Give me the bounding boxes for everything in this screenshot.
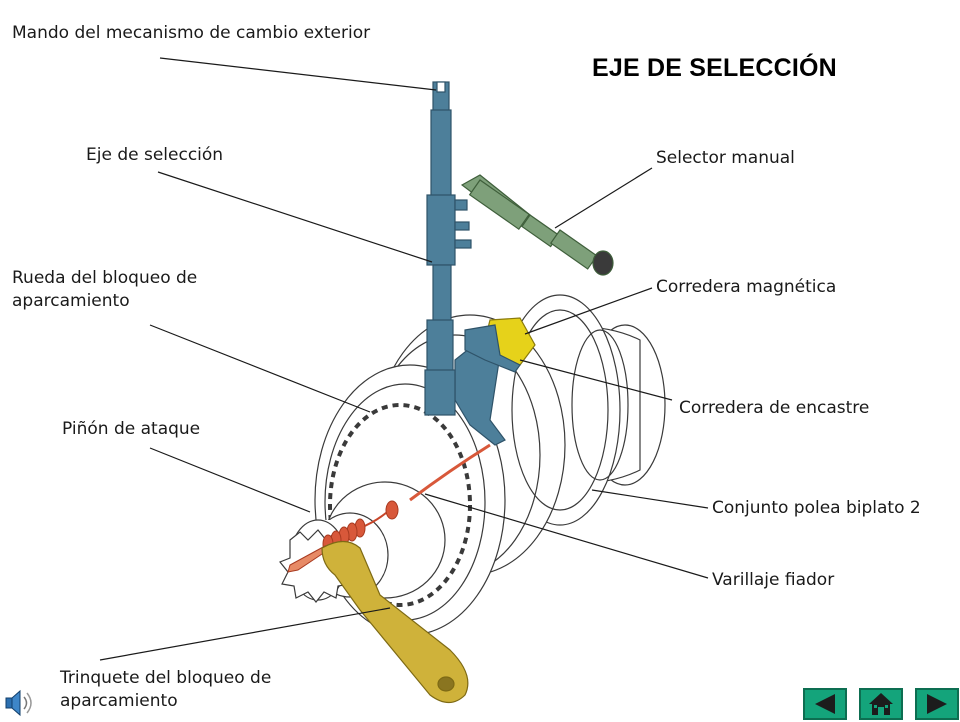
label-varillaje-fiador: Varillaje fiador bbox=[712, 570, 835, 590]
triangle-right-icon bbox=[927, 694, 947, 714]
label-trinquete-line1: Trinquete del bloqueo de bbox=[60, 668, 272, 688]
label-selector-manual: Selector manual bbox=[656, 148, 795, 168]
label-rueda-line1: Rueda del bloqueo de bbox=[12, 268, 198, 288]
previous-button[interactable] bbox=[803, 688, 847, 720]
home-button[interactable] bbox=[859, 688, 903, 720]
home-icon bbox=[869, 693, 893, 715]
label-corredera-magnetica: Corredera magnética bbox=[656, 277, 837, 297]
label-rueda-line2: aparcamiento bbox=[12, 291, 130, 311]
label-conjunto-polea: Conjunto polea biplato 2 bbox=[712, 498, 921, 518]
next-button[interactable] bbox=[915, 688, 959, 720]
leader-lines bbox=[99, 57, 709, 661]
detent-slide bbox=[464, 324, 521, 373]
label-mando: Mando del mecanismo de cambio exterior bbox=[12, 23, 371, 43]
parking-pawl bbox=[321, 540, 469, 704]
label-pinon: Piñón de ataque bbox=[62, 419, 201, 439]
speaker-icon[interactable] bbox=[2, 688, 36, 718]
triangle-left-icon bbox=[815, 694, 835, 714]
slide-title: EJE DE SELECCIÓN bbox=[592, 54, 837, 82]
label-eje-seleccion: Eje de selección bbox=[86, 145, 224, 165]
label-trinquete-line2: aparcamiento bbox=[60, 691, 178, 711]
selection-shaft bbox=[424, 81, 506, 446]
manual-selector bbox=[460, 174, 614, 276]
label-corredera-encastre: Corredera de encastre bbox=[679, 398, 870, 418]
